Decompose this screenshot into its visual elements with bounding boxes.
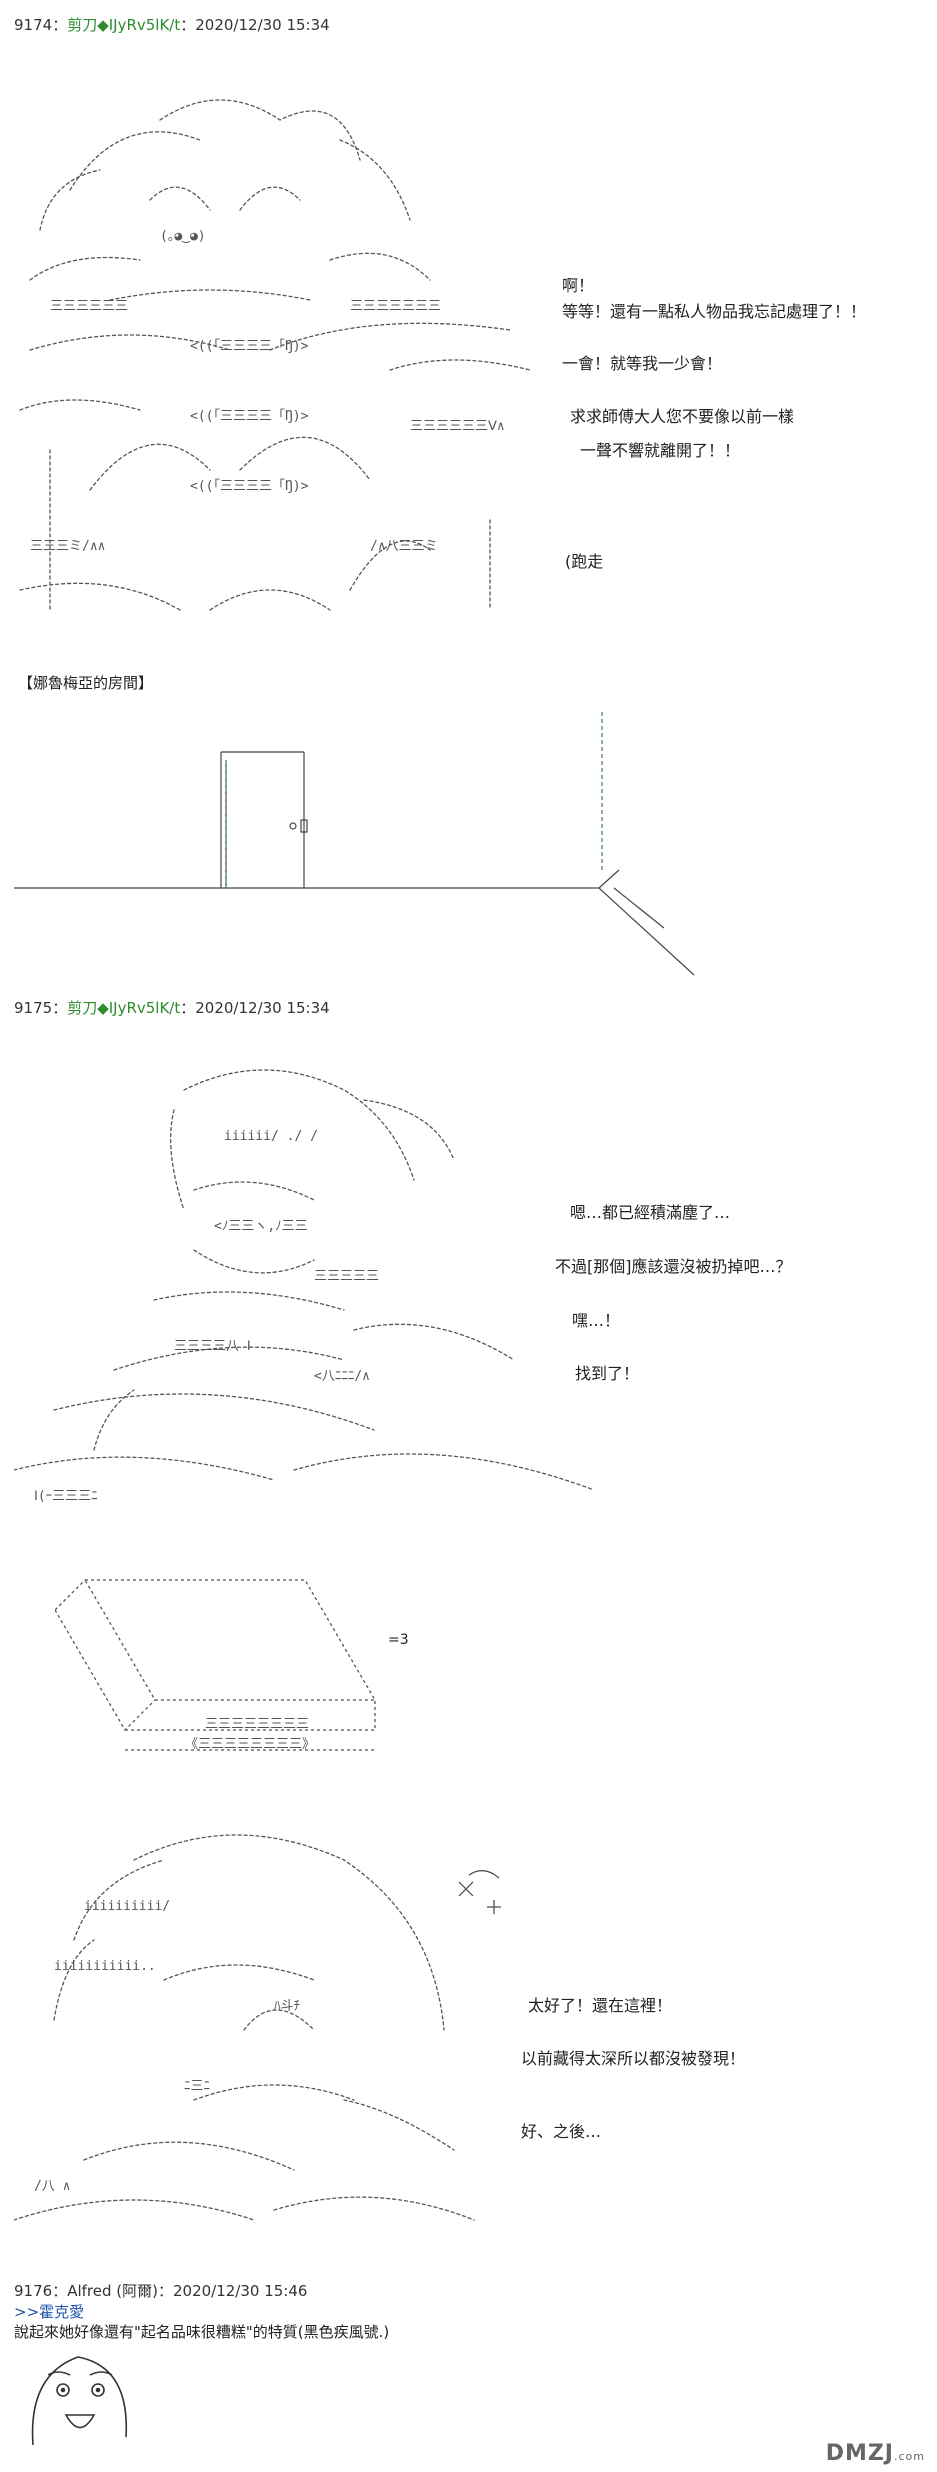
dialogue-line: 啊！ [562, 276, 595, 295]
svg-text:/∧八三三ミ: /∧八三三ミ [370, 539, 438, 554]
post-date: ：2020/12/30 15:46 [157, 2282, 308, 2300]
svg-text:iiiiiiiiiii..: iiiiiiiiiii.. [54, 1959, 156, 1974]
post-separator: ： [52, 2282, 68, 2300]
svg-text:iiiiii/ ./ /: iiiiii/ ./ / [224, 1129, 318, 1144]
post-header-9175: 9175：剪刀◆IJyRv5lK/t：2020/12/30 15:34 [14, 997, 330, 1018]
svg-text:三三三三三三: 三三三三三三 [50, 299, 128, 314]
svg-text:Ⅰ(ｰ三三三ﾆ: Ⅰ(ｰ三三三ﾆ [34, 1489, 98, 1504]
sfx-text: =3 [388, 1632, 409, 1648]
poster-name[interactable]: 剪刀◆IJyRv5lK/t [67, 999, 181, 1017]
post-number: 9174 [14, 16, 53, 34]
dialogue-line: 不過[那個]應該還沒被扔掉吧…？ [555, 1257, 792, 1276]
dialogue-line: 一會！就等我一少會！ [562, 354, 723, 373]
watermark-brand: DMZJ [825, 2441, 894, 2466]
dialogue-line: 太好了！還在這裡！ [528, 1996, 673, 2015]
svg-text:<((「三三三三「Ŋ)>: <((「三三三三「Ŋ)> [190, 339, 309, 354]
dialogue-line: 好、之後… [521, 2122, 602, 2141]
post-separator: ： [52, 16, 68, 34]
svg-text:三三三ミ/∧∧: 三三三ミ/∧∧ [30, 539, 105, 554]
dialogue-line: 嘿…！ [572, 1311, 621, 1330]
svg-text:<ﾉ三三ヽ,ﾉ三三: <ﾉ三三ヽ,ﾉ三三 [214, 1219, 308, 1234]
post-number: 9176 [14, 2282, 53, 2300]
post-header-9176: 9176：Alfred (阿爾)：2020/12/30 15:46 [14, 2280, 307, 2301]
dialogue-line: (跑走 [565, 552, 604, 571]
post-number: 9175 [14, 999, 53, 1017]
dialogue-line: 以前藏得太深所以都沒被發現！ [521, 2049, 746, 2068]
reply-link[interactable]: >>霍克愛 [14, 2303, 85, 2321]
dialogue-line: 求求師傅大人您不要像以前一樣 [570, 407, 795, 426]
ascii-art-character-3: iiiiiiiiii/ iiiiiiiiiii.. ﾊ斗ﾁ ﾆ三ﾆ /八 ∧ [14, 1800, 514, 2240]
dialogue-line: 一聲不響就離開了！！ [580, 441, 741, 460]
ascii-art-character-1: (｡◕‿◕) 三三三三三三 三三三三三三三 <((「三三三三「Ŋ)> <((「三… [10, 50, 600, 625]
post-separator: ： [52, 999, 68, 1017]
svg-text:ﾆ三ﾆ: ﾆ三ﾆ [184, 2079, 210, 2094]
svg-text:<((「三三三三「Ŋ)>: <((「三三三三「Ŋ)> [190, 479, 309, 494]
svg-text:ﾊ斗ﾁ: ﾊ斗ﾁ [274, 1999, 300, 2014]
svg-text:<八ﾆﾆﾆ/∧: <八ﾆﾆﾆ/∧ [314, 1369, 370, 1384]
dialogue-line: 嗯…都已經積滿塵了… [570, 1203, 731, 1222]
poster-name[interactable]: 剪刀◆IJyRv5lK/t [67, 16, 181, 34]
svg-text:三三三三三: 三三三三三 [314, 1269, 379, 1284]
room-door-drawing [14, 700, 714, 990]
post-date: ：2020/12/30 15:34 [180, 999, 330, 1017]
svg-text:三三三三八 Ⅰ: 三三三三八 Ⅰ [174, 1339, 251, 1354]
post-date: ：2020/12/30 15:34 [180, 16, 330, 34]
site-watermark: DMZJ.com [826, 2441, 925, 2466]
svg-text:<((「三三三三「Ŋ)>: <((「三三三三「Ŋ)> [190, 409, 309, 424]
svg-text:三三三三三三Ⅴ∧: 三三三三三三Ⅴ∧ [410, 419, 505, 434]
svg-text:《三三三三三三三三》: 《三三三三三三三三》 [185, 1737, 315, 1752]
post-header-9174: 9174：剪刀◆IJyRv5lK/t：2020/12/30 15:34 [14, 14, 330, 35]
svg-text:三三三三三三三: 三三三三三三三 [350, 299, 441, 314]
svg-text:三三三三三三三三: 三三三三三三三三 [205, 1717, 309, 1732]
watermark-suffix: .com [894, 2450, 925, 2463]
svg-text:(｡◕‿◕): (｡◕‿◕) [160, 229, 206, 244]
face-sketch [18, 2345, 143, 2460]
comment-text: 說起來她好像還有"起名品味很糟糕"的特質(黑色疾風號.) [14, 2323, 390, 2341]
dialogue-line: 找到了！ [575, 1364, 640, 1383]
svg-text:iiiiiiiiii/: iiiiiiiiii/ [84, 1899, 170, 1914]
book-drawing: 三三三三三三三三 《三三三三三三三三》 [55, 1570, 395, 1770]
ascii-art-character-2: iiiiii/ ./ / <ﾉ三三ヽ,ﾉ三三 三三三三三 三三三三八 Ⅰ <八ﾆ… [14, 1030, 614, 1510]
location-label: 【娜魯梅亞的房間】 [18, 674, 154, 692]
dialogue-line: 等等！還有一點私人物品我忘記處理了！！ [562, 302, 867, 321]
poster-name[interactable]: Alfred (阿爾) [67, 2282, 158, 2300]
svg-text:/八 ∧: /八 ∧ [34, 2179, 70, 2194]
